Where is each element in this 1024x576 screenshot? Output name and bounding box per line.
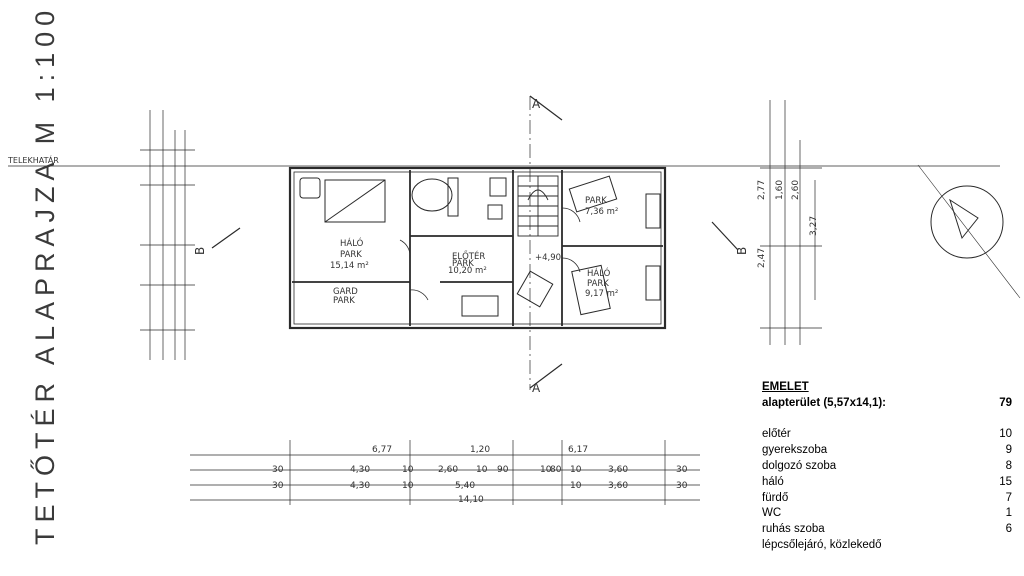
drawing-title: TETŐTÉR ALAPRAJZA M 1:100 xyxy=(30,4,60,545)
svg-text:1,20: 1,20 xyxy=(470,445,490,455)
svg-text:GARD: GARD xyxy=(333,287,358,297)
section-marker-b: B B xyxy=(193,221,749,255)
bottom-dimension-values: 6,77 1,20 6,17 30 4,30 10 2,60 10 90 10 … xyxy=(272,445,688,505)
interior-walls xyxy=(292,170,663,326)
svg-text:30: 30 xyxy=(272,465,284,475)
svg-text:9,17 m²: 9,17 m² xyxy=(585,289,618,299)
level-mark: +4,90 xyxy=(535,253,561,263)
svg-text:7,36 m²: 7,36 m² xyxy=(585,207,618,217)
svg-text:2,47: 2,47 xyxy=(757,248,767,268)
svg-text:10: 10 xyxy=(540,465,552,475)
right-dimension-lines xyxy=(760,100,822,345)
svg-text:B: B xyxy=(735,247,749,255)
svg-text:2,60: 2,60 xyxy=(438,465,458,475)
svg-text:10: 10 xyxy=(402,481,414,491)
bed xyxy=(299,177,386,223)
svg-text:PARK: PARK xyxy=(452,259,474,269)
exterior-walls xyxy=(288,166,667,330)
svg-text:HÁLÓ: HÁLÓ xyxy=(587,267,611,279)
svg-text:10,20 m²: 10,20 m² xyxy=(448,266,487,276)
staircase xyxy=(517,175,559,237)
svg-text:PARK: PARK xyxy=(333,296,355,306)
svg-text:PARK: PARK xyxy=(585,196,607,206)
svg-text:10: 10 xyxy=(570,481,582,491)
area-table: EMELET alapterület (5,57x14,1):79 előtér… xyxy=(762,380,1016,570)
bottom-dimension-lines xyxy=(190,440,700,505)
svg-text:30: 30 xyxy=(676,481,688,491)
svg-text:80: 80 xyxy=(550,465,562,475)
svg-text:30: 30 xyxy=(676,465,688,475)
svg-text:3,60: 3,60 xyxy=(608,481,628,491)
svg-text:30: 30 xyxy=(272,481,284,491)
svg-text:B: B xyxy=(193,247,207,255)
left-dimension-lines xyxy=(140,110,195,360)
table-row: lépcsőlejáró, közlekedő xyxy=(762,538,882,551)
section-marker-a xyxy=(529,95,563,390)
svg-text:3,60: 3,60 xyxy=(608,465,628,475)
boundary-label: TELEKHATÁR xyxy=(7,154,59,165)
svg-text:PARK: PARK xyxy=(340,250,362,260)
bathroom-fixtures xyxy=(411,177,507,220)
svg-text:10: 10 xyxy=(402,465,414,475)
svg-text:A: A xyxy=(532,381,541,395)
right-dimension-values: 2,77 1,60 2,60 2,47 3,27 xyxy=(757,180,819,268)
svg-text:4,30: 4,30 xyxy=(350,465,370,475)
svg-text:14,10: 14,10 xyxy=(458,495,484,505)
svg-text:1,60: 1,60 xyxy=(775,180,785,200)
svg-text:HÁLÓ: HÁLÓ xyxy=(340,237,364,249)
room-labels: HÁLÓ PARK 15,14 m² ELŐTÉR PARK 10,20 m² … xyxy=(330,196,618,306)
svg-text:10: 10 xyxy=(476,465,488,475)
svg-text:6,17: 6,17 xyxy=(568,445,588,455)
svg-text:5,40: 5,40 xyxy=(455,481,475,491)
svg-text:A: A xyxy=(532,97,541,111)
svg-text:15,14 m²: 15,14 m² xyxy=(330,261,369,271)
svg-text:3,27: 3,27 xyxy=(809,216,819,236)
svg-text:6,77: 6,77 xyxy=(372,445,392,455)
north-arrow xyxy=(917,164,1021,299)
svg-text:ELŐTÉR: ELŐTÉR xyxy=(452,250,485,262)
svg-text:2,77: 2,77 xyxy=(757,180,767,200)
table-row-base: alapterület (5,57x14,1):79 xyxy=(762,396,1012,409)
svg-text:90: 90 xyxy=(497,465,509,475)
svg-text:2,60: 2,60 xyxy=(791,180,801,200)
svg-text:4,30: 4,30 xyxy=(350,481,370,491)
table-header: EMELET xyxy=(762,381,809,393)
right-room-furniture xyxy=(461,175,661,317)
svg-text:PARK: PARK xyxy=(587,279,609,289)
svg-text:10: 10 xyxy=(570,465,582,475)
door-swings xyxy=(399,207,581,301)
